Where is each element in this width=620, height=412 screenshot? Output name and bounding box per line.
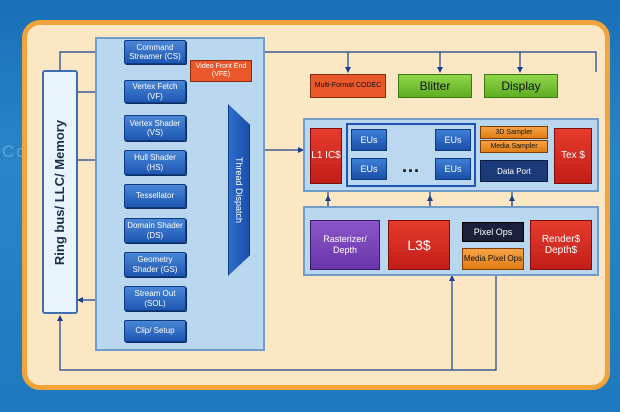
tessellator-label: Tessellator	[135, 191, 175, 201]
l1-label: L1 IC$	[311, 150, 341, 162]
video-front-end: Video Front End (VFE)	[190, 60, 252, 82]
hull-shader-label: Hull Shader (HS)	[134, 153, 176, 172]
domain-shader-label: Domain Shader (DS)	[127, 221, 183, 240]
ring-bus-llc-memory: Ring bus/ LLC/ Memory	[42, 70, 78, 314]
media-sampler: Media Sampler	[480, 140, 548, 153]
l1-instruction-cache: L1 IC$	[310, 128, 342, 184]
pixel-ops: Pixel Ops	[462, 222, 524, 242]
pixel-ops-label: Pixel Ops	[473, 227, 513, 237]
stream-out-label: Stream Out (SOL)	[134, 289, 176, 308]
ring-bus-label: Ring bus/ LLC/ Memory	[52, 119, 68, 265]
texture-cache: Tex $	[554, 128, 592, 184]
rasterizer-depth: Rasterizer/ Depth	[310, 220, 380, 270]
thread-dispatch-label: Thread Dispatch	[234, 156, 245, 224]
vertex-shader-label: Vertex Shader (VS)	[129, 118, 181, 137]
eu-block-1: EUs	[351, 129, 387, 151]
blitter: Blitter	[398, 74, 472, 98]
3d-sampler: 3D Sampler	[480, 126, 548, 139]
stream-out: Stream Out (SOL)	[124, 286, 186, 311]
ellipsis-label: ...	[401, 155, 420, 176]
media-sampler-label: Media Sampler	[490, 142, 538, 150]
render-depth-cache: Render$ Depth$	[530, 220, 592, 270]
tessellator: Tessellator	[124, 184, 186, 208]
media-pixel-ops-label: Media Pixel Ops	[463, 253, 523, 263]
data-port-label: Data Port	[497, 166, 531, 176]
eu-label: EUs	[360, 135, 378, 145]
l3-cache: L3$	[388, 220, 450, 270]
eu-block-2: EUs	[351, 158, 387, 180]
eu-label: EUs	[444, 164, 462, 174]
vertex-fetch: Vertex Fetch (VF)	[124, 80, 186, 103]
hull-shader: Hull Shader (HS)	[124, 150, 186, 175]
media-pixel-ops: Media Pixel Ops	[462, 248, 524, 270]
vertex-shader: Vertex Shader (VS)	[124, 115, 186, 141]
background-text: Co	[2, 142, 28, 161]
3d-sampler-label: 3D Sampler	[495, 128, 533, 136]
clip-setup: Clip/ Setup	[124, 320, 186, 342]
display: Display	[484, 74, 558, 98]
vertex-fetch-label: Vertex Fetch (VF)	[132, 82, 178, 101]
tex-label: Tex $	[561, 150, 585, 162]
rasterizer-label: Rasterizer/ Depth	[323, 234, 367, 255]
command-streamer: Command Streamer (CS)	[124, 40, 186, 64]
eu-block-4: EUs	[435, 158, 471, 180]
geometry-shader: Geometry Shader (GS)	[124, 252, 186, 277]
thread-dispatch: Thread Dispatch	[228, 104, 250, 276]
render-cache-label: Render$ Depth$	[541, 233, 581, 257]
display-label: Display	[501, 79, 541, 93]
data-port: Data Port	[480, 160, 548, 182]
l3-label: L3$	[407, 236, 431, 253]
video-front-end-label: Video Front End (VFE)	[195, 62, 247, 78]
blitter-label: Blitter	[419, 79, 451, 93]
eu-label: EUs	[360, 164, 378, 174]
eu-block-3: EUs	[435, 129, 471, 151]
domain-shader: Domain Shader (DS)	[124, 218, 186, 243]
multi-format-codec: Multi-Format CODEC	[310, 74, 386, 98]
command-streamer-label: Command Streamer (CS)	[129, 42, 181, 61]
eu-label: EUs	[444, 135, 462, 145]
clip-setup-label: Clip/ Setup	[135, 326, 175, 336]
eu-ellipsis: ...	[392, 155, 430, 177]
codec-label: Multi-Format CODEC	[314, 81, 382, 89]
geometry-shader-label: Geometry Shader (GS)	[132, 255, 178, 274]
